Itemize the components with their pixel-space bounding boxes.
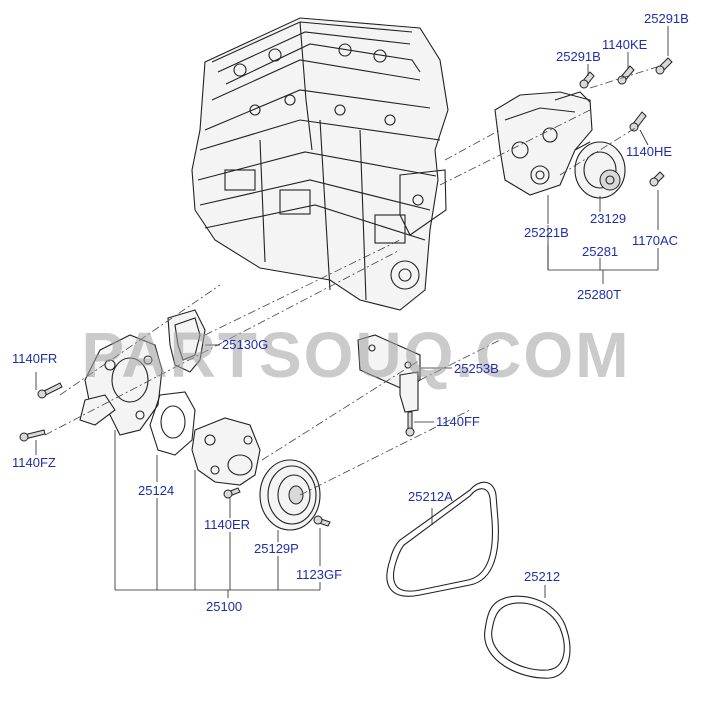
engine-block-illustration — [191, 17, 449, 311]
bolt-1140HE-illustration — [629, 111, 647, 132]
callout-25212[interactable]: 25212 — [524, 569, 561, 584]
callout-25212A[interactable]: 25212A — [408, 489, 453, 504]
callout-25281[interactable]: 25281 — [582, 244, 619, 259]
bolt-25291B-illustration — [579, 71, 595, 89]
callout-1140ER[interactable]: 1140ER — [204, 517, 251, 532]
bolt-1140KE-illustration — [617, 65, 635, 85]
callout-25129P[interactable]: 25129P — [254, 541, 299, 556]
callout-25280T[interactable]: 25280T — [577, 287, 622, 302]
bracket-25253B-illustration — [357, 334, 421, 413]
callout-25124[interactable]: 25124 — [138, 483, 175, 498]
callout-25100[interactable]: 25100 — [206, 599, 243, 614]
callout-25221B[interactable]: 25221B — [524, 225, 569, 240]
callout-1140FZ[interactable]: 1140FZ — [12, 455, 56, 470]
callout-leader-lines — [35, 26, 669, 598]
bolt-25291B-top-illustration — [655, 57, 673, 75]
water-pump-illustration — [191, 417, 261, 486]
callout-1170AC[interactable]: 1170AC — [632, 233, 679, 248]
bolt-1170AC-illustration — [649, 171, 665, 187]
callout-1140FF[interactable]: 1140FF — [436, 414, 480, 429]
water-inlet-housing-illustration — [79, 334, 163, 436]
callout-1140HE[interactable]: 1140HE — [626, 144, 673, 159]
gasket-25124-illustration — [149, 391, 196, 456]
assembly-alignment-lines — [44, 65, 661, 496]
callout-25130G[interactable]: 25130G — [222, 337, 269, 352]
belt-25212A-illustration — [386, 481, 499, 597]
bolt-1140ER-illustration — [223, 487, 241, 499]
bolt-1140FZ-illustration — [19, 429, 46, 442]
callout-1140KE[interactable]: 1140KE — [602, 37, 648, 52]
tensioner-assembly-illustration — [494, 91, 626, 199]
bolt-1140FF-illustration — [405, 411, 415, 437]
callout-1140FR[interactable]: 1140FR — [12, 351, 58, 366]
callout-25291B[interactable]: 25291B — [556, 49, 601, 64]
bolt-1140FR-illustration — [37, 382, 63, 399]
pulley-25129P-illustration — [259, 459, 321, 531]
belt-25212-illustration — [484, 595, 571, 679]
gasket-25130G-illustration — [167, 309, 206, 373]
callout-25291B-top[interactable]: 25291B — [644, 11, 689, 26]
callout-1123GF[interactable]: 1123GF — [296, 567, 343, 582]
callout-25253B[interactable]: 25253B — [454, 361, 499, 376]
callout-23129[interactable]: 23129 — [590, 211, 627, 226]
bolt-1123GF-illustration — [313, 515, 331, 527]
